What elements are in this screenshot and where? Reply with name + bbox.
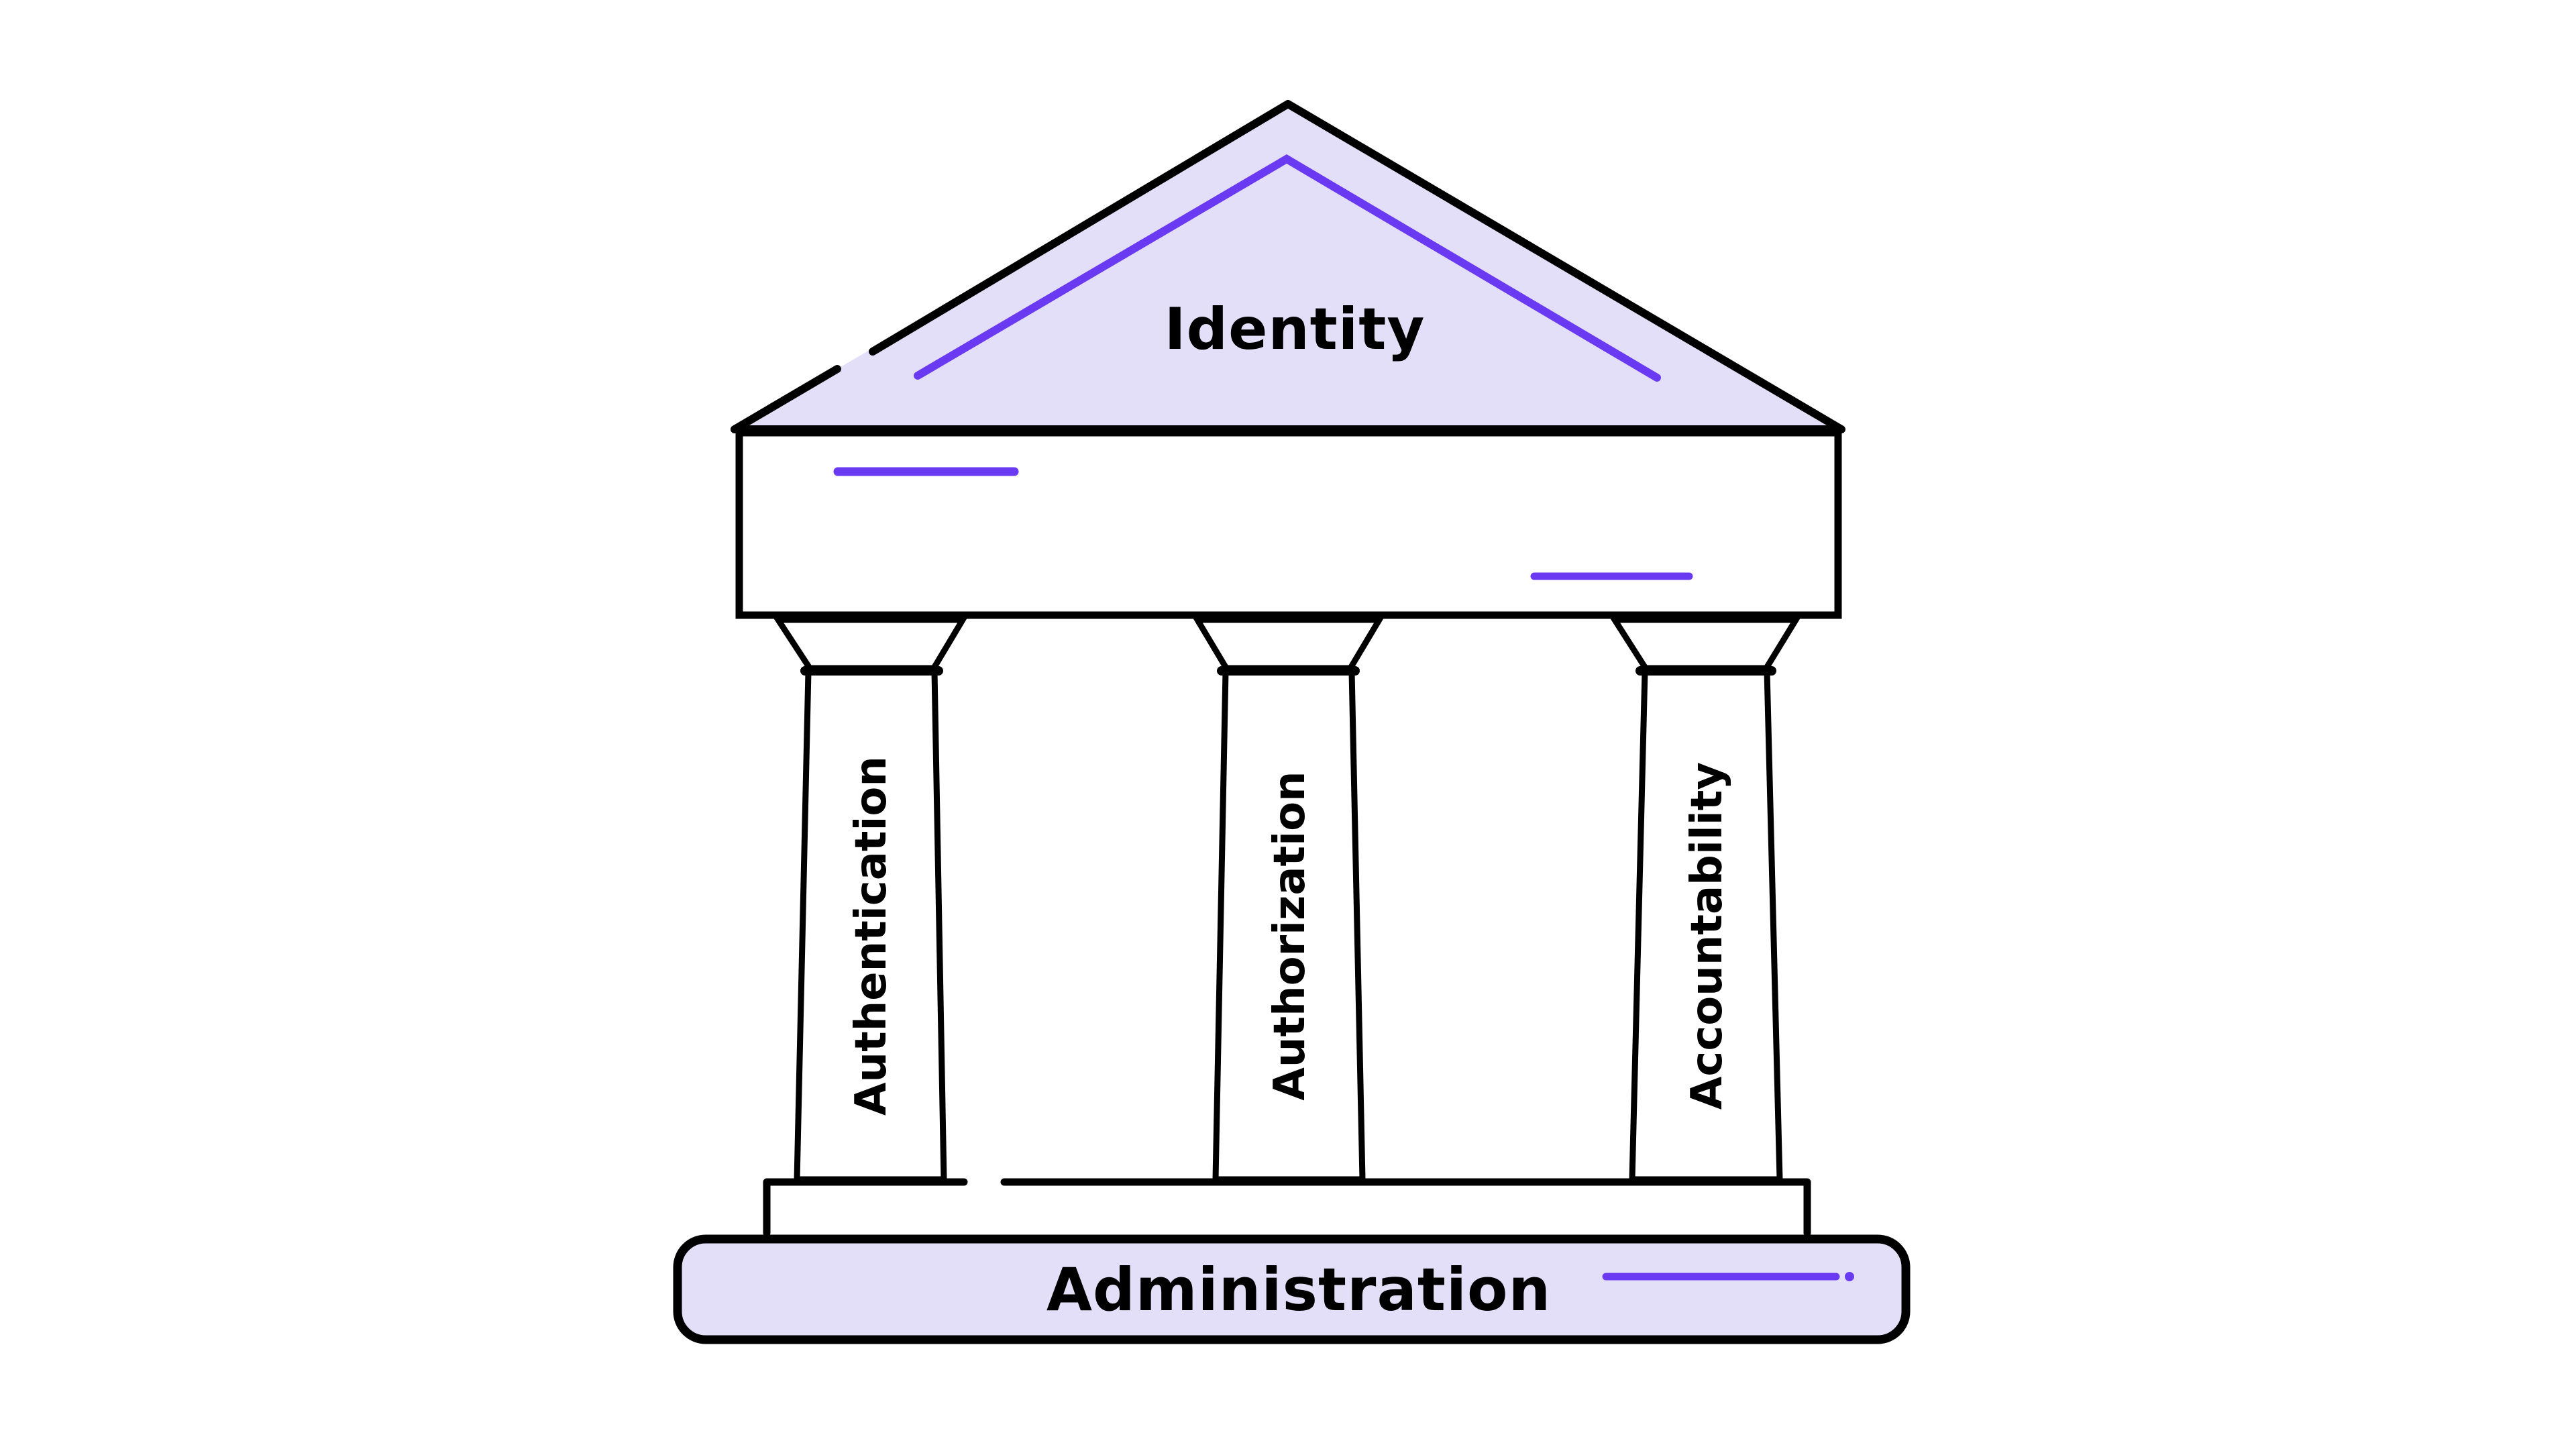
entablature xyxy=(735,429,1842,619)
pillar-authentication: Authentication xyxy=(772,616,968,1183)
pediment-label: Identity xyxy=(1165,296,1426,363)
pillar-3-label: Accountability xyxy=(1682,762,1732,1110)
step-outline xyxy=(763,1178,1811,1237)
step-fill xyxy=(767,1181,1807,1234)
pillar-2-capital xyxy=(1192,616,1385,672)
pillar-1-label: Authentication xyxy=(847,756,896,1116)
pillar-3-capital xyxy=(1609,616,1802,672)
pillar-2-label: Authorization xyxy=(1265,771,1315,1100)
base-label: Administration xyxy=(1046,1255,1551,1324)
base-bar xyxy=(673,1234,1911,1344)
stylobate-step xyxy=(763,1178,1811,1237)
administration-base: Administration xyxy=(673,1234,1911,1344)
pediment-accent-chevron xyxy=(914,154,1661,382)
pillar-authorization: Authorization xyxy=(1192,616,1385,1183)
pediment-fill xyxy=(735,104,1841,429)
base-accent-dot xyxy=(1845,1272,1854,1281)
pillar-accountability: Accountability xyxy=(1609,616,1802,1183)
pillar-1-capital xyxy=(772,616,968,672)
entablature-beam xyxy=(735,429,1842,619)
pediment: Identity xyxy=(731,100,1845,433)
